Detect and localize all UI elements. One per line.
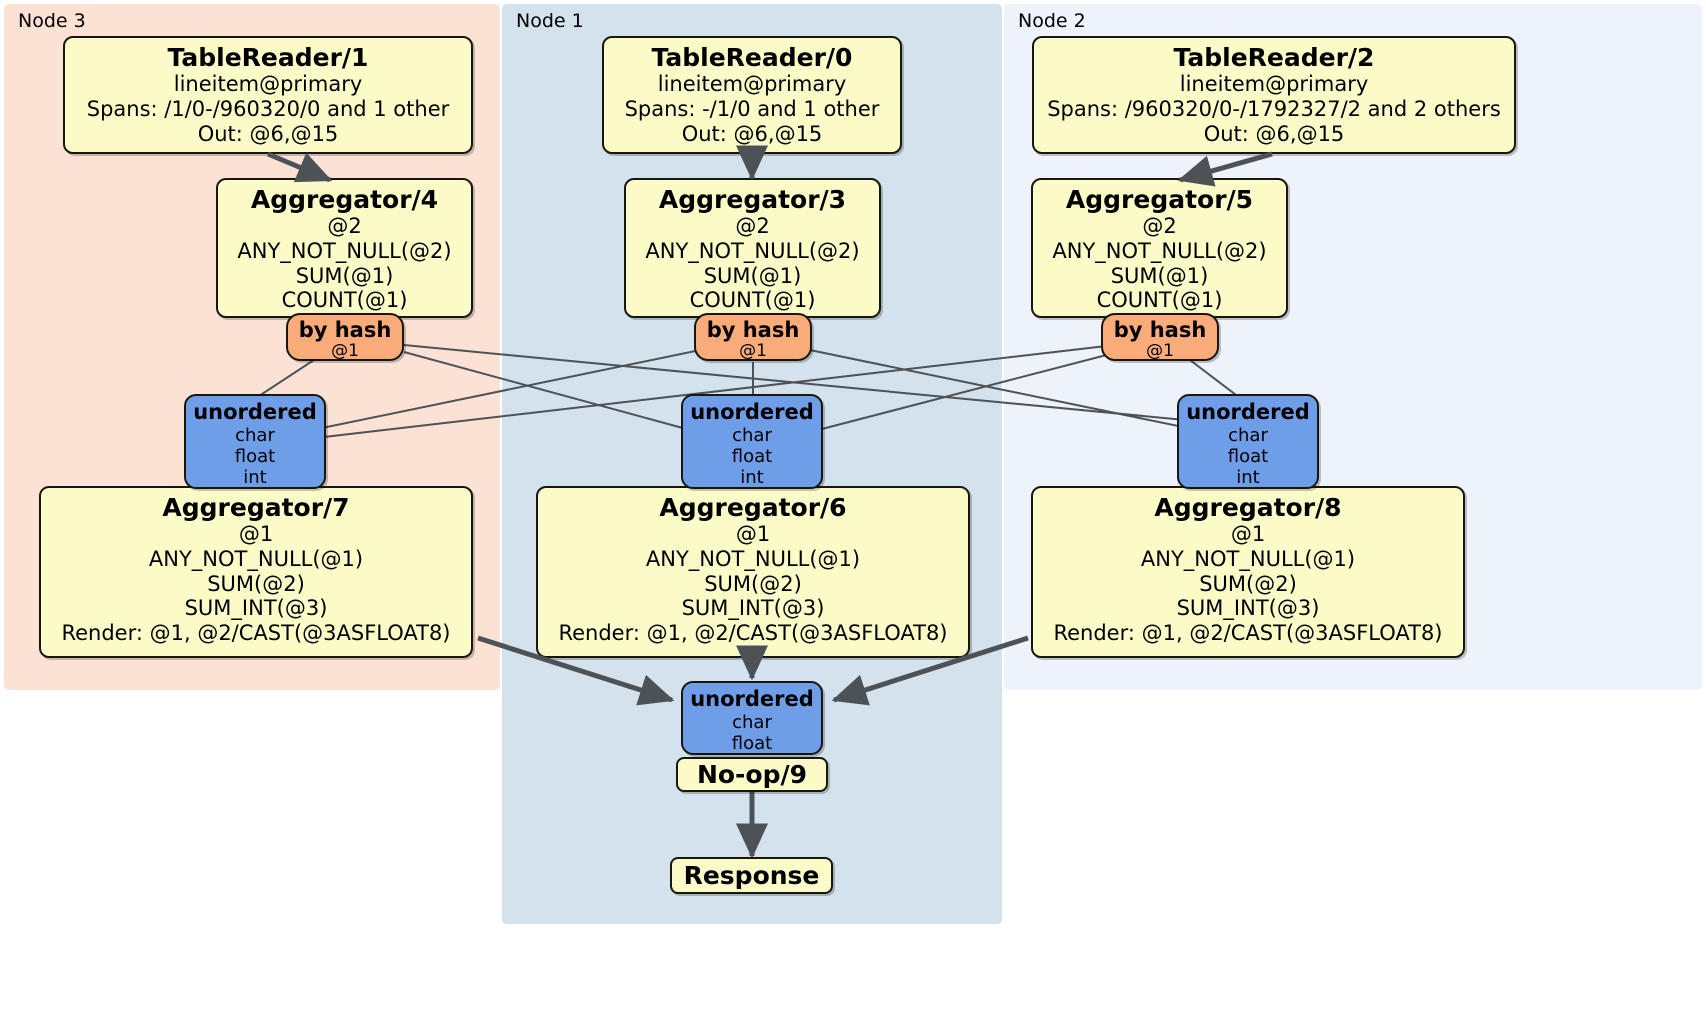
processor-title: Aggregator/4 — [250, 185, 439, 214]
synchronizer-type-line: int — [243, 466, 267, 488]
processor-title: Aggregator/6 — [659, 493, 847, 522]
processor-detail-line: SUM(@1) — [1110, 263, 1209, 288]
processor-detail-line: Out: @6,@15 — [197, 121, 339, 146]
synchronizer-type-line: int — [1236, 466, 1260, 488]
node-panel-label-node2: Node 2 — [1018, 10, 1086, 32]
processor-title: Aggregator/3 — [658, 185, 847, 214]
processor-detail-line: COUNT(@1) — [689, 288, 816, 313]
processor-detail-line: ANY_NOT_NULL(@1) — [1140, 546, 1356, 571]
synchronizer-type-line: char — [235, 424, 275, 446]
processor-tablereader-1[interactable]: TableReader/1 lineitem@primary Spans: /1… — [63, 36, 473, 154]
processor-detail-line: ANY_NOT_NULL(@1) — [148, 546, 364, 571]
router-by-hash-node1[interactable]: by hash @1 — [694, 313, 812, 361]
processor-detail-line: SUM_INT(@3) — [681, 596, 825, 621]
synchronizer-type-line: char — [1228, 424, 1268, 446]
router-detail-line: @1 — [331, 341, 359, 362]
processor-title: TableReader/1 — [167, 43, 369, 72]
processor-detail-line: @2 — [735, 214, 770, 238]
processor-detail-line: ANY_NOT_NULL(@2) — [645, 238, 860, 263]
router-by-hash-node2[interactable]: by hash @1 — [1101, 313, 1219, 361]
synchronizer-type-line: int — [740, 466, 764, 488]
processor-detail-line: SUM(@1) — [295, 263, 394, 288]
synchronizer-title: unordered — [690, 687, 814, 711]
processor-detail-line: Spans: -/1/0 and 1 other — [624, 96, 880, 121]
processor-detail-line: Out: @6,@15 — [681, 121, 823, 146]
processor-detail-line: ANY_NOT_NULL(@2) — [237, 238, 452, 263]
processor-detail-line: lineitem@primary — [657, 72, 847, 96]
processor-detail-line: @1 — [735, 522, 771, 546]
router-title: by hash — [1113, 318, 1207, 342]
processor-detail-line: @1 — [1230, 522, 1266, 546]
processor-aggregator-5[interactable]: Aggregator/5 @2 ANY_NOT_NULL(@2) SUM(@1)… — [1031, 178, 1288, 318]
processor-title: Aggregator/8 — [1154, 493, 1342, 522]
processor-detail-line: ANY_NOT_NULL(@2) — [1052, 238, 1267, 263]
processor-detail-line: SUM(@2) — [207, 571, 305, 596]
synchronizer-title: unordered — [1186, 400, 1310, 424]
processor-render-line: Render: @1, @2/CAST(@3ASFLOAT8) — [1053, 621, 1443, 646]
router-title: by hash — [298, 318, 392, 342]
router-by-hash-node3[interactable]: by hash @1 — [286, 313, 404, 361]
processor-detail-line: @2 — [1142, 214, 1177, 238]
router-detail-line: @1 — [739, 341, 767, 362]
processor-detail-line: SUM(@2) — [1199, 571, 1297, 596]
synchronizer-title: unordered — [690, 400, 814, 424]
synchronizer-type-line: float — [731, 732, 773, 754]
processor-detail-line: SUM(@1) — [703, 263, 802, 288]
processor-aggregator-6[interactable]: Aggregator/6 @1 ANY_NOT_NULL(@1) SUM(@2)… — [536, 486, 970, 658]
processor-detail-line: SUM(@2) — [704, 571, 802, 596]
processor-aggregator-3[interactable]: Aggregator/3 @2 ANY_NOT_NULL(@2) SUM(@1)… — [624, 178, 881, 318]
synchronizer-type-line: float — [1227, 445, 1269, 467]
processor-detail-line: lineitem@primary — [1179, 72, 1369, 96]
processor-detail-line: SUM_INT(@3) — [184, 596, 328, 621]
synchronizer-unordered-node2[interactable]: unordered char float int — [1177, 394, 1319, 489]
processor-detail-line: SUM_INT(@3) — [1176, 596, 1320, 621]
processor-render-line: Render: @1, @2/CAST(@3ASFLOAT8) — [558, 621, 948, 646]
processor-aggregator-8[interactable]: Aggregator/8 @1 ANY_NOT_NULL(@1) SUM(@2)… — [1031, 486, 1465, 658]
processor-aggregator-4[interactable]: Aggregator/4 @2 ANY_NOT_NULL(@2) SUM(@1)… — [216, 178, 473, 318]
node-panel-label-node1: Node 1 — [516, 10, 584, 32]
processor-detail-line: lineitem@primary — [173, 72, 363, 96]
synchronizer-type-line: float — [731, 445, 773, 467]
synchronizer-unordered-final[interactable]: unordered char float — [681, 681, 823, 755]
processor-detail-line: ANY_NOT_NULL(@1) — [645, 546, 861, 571]
synchronizer-unordered-node3[interactable]: unordered char float int — [184, 394, 326, 489]
processor-tablereader-2[interactable]: TableReader/2 lineitem@primary Spans: /9… — [1032, 36, 1516, 154]
response-node[interactable]: Response — [670, 857, 833, 894]
processor-tablereader-0[interactable]: TableReader/0 lineitem@primary Spans: -/… — [602, 36, 902, 154]
synchronizer-type-line: char — [732, 424, 772, 446]
processor-detail-line: @2 — [327, 214, 362, 238]
router-title: by hash — [706, 318, 800, 342]
node-panel-label-node3: Node 3 — [18, 10, 86, 32]
no-op-label: No-op/9 — [696, 760, 808, 789]
synchronizer-title: unordered — [193, 400, 317, 424]
processor-title: Aggregator/7 — [162, 493, 350, 522]
processor-detail-line: @1 — [238, 522, 274, 546]
processor-no-op-9[interactable]: No-op/9 — [676, 757, 828, 792]
processor-detail-line: COUNT(@1) — [1096, 288, 1223, 313]
response-label: Response — [683, 861, 820, 890]
processor-detail-line: Spans: /1/0-/960320/0 and 1 other — [86, 96, 450, 121]
synchronizer-unordered-node1[interactable]: unordered char float int — [681, 394, 823, 489]
processor-detail-line: Spans: /960320/0-/1792327/2 and 2 others — [1047, 96, 1501, 121]
synchronizer-type-line: char — [732, 711, 772, 733]
processor-title: TableReader/2 — [1173, 43, 1375, 72]
processor-aggregator-7[interactable]: Aggregator/7 @1 ANY_NOT_NULL(@1) SUM(@2)… — [39, 486, 473, 658]
processor-render-line: Render: @1, @2/CAST(@3ASFLOAT8) — [61, 621, 451, 646]
processor-title: Aggregator/5 — [1065, 185, 1254, 214]
processor-detail-line: Out: @6,@15 — [1203, 121, 1345, 146]
router-detail-line: @1 — [1146, 341, 1174, 362]
synchronizer-type-line: float — [234, 445, 276, 467]
processor-title: TableReader/0 — [651, 43, 853, 72]
processor-detail-line: COUNT(@1) — [281, 288, 408, 313]
